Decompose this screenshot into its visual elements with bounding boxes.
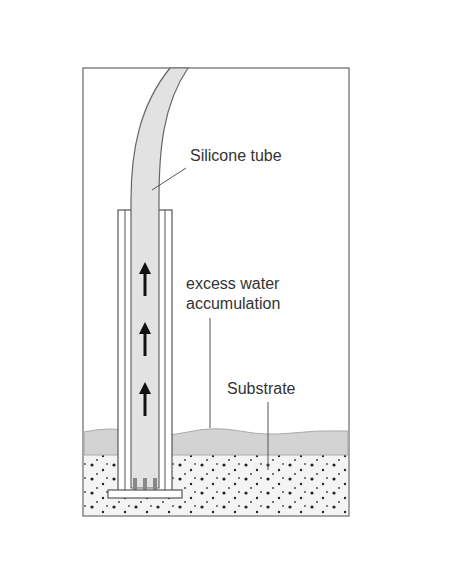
frame [83, 68, 349, 516]
part-label: excess water accumulation [186, 274, 311, 314]
tube-foot [133, 478, 137, 490]
flow-arrows [139, 262, 151, 416]
silicone-tube [131, 68, 188, 488]
leader-line [268, 402, 269, 470]
leader-line [210, 318, 211, 428]
base-plate [108, 490, 182, 498]
part-label: Substrate [227, 379, 337, 399]
leader-line [152, 168, 186, 190]
pipe-wall [125, 210, 126, 490]
part-label: Silicone tube [190, 146, 330, 166]
tube-foot [143, 478, 147, 490]
tube-foot [153, 478, 157, 490]
pipe-wall [165, 210, 166, 490]
